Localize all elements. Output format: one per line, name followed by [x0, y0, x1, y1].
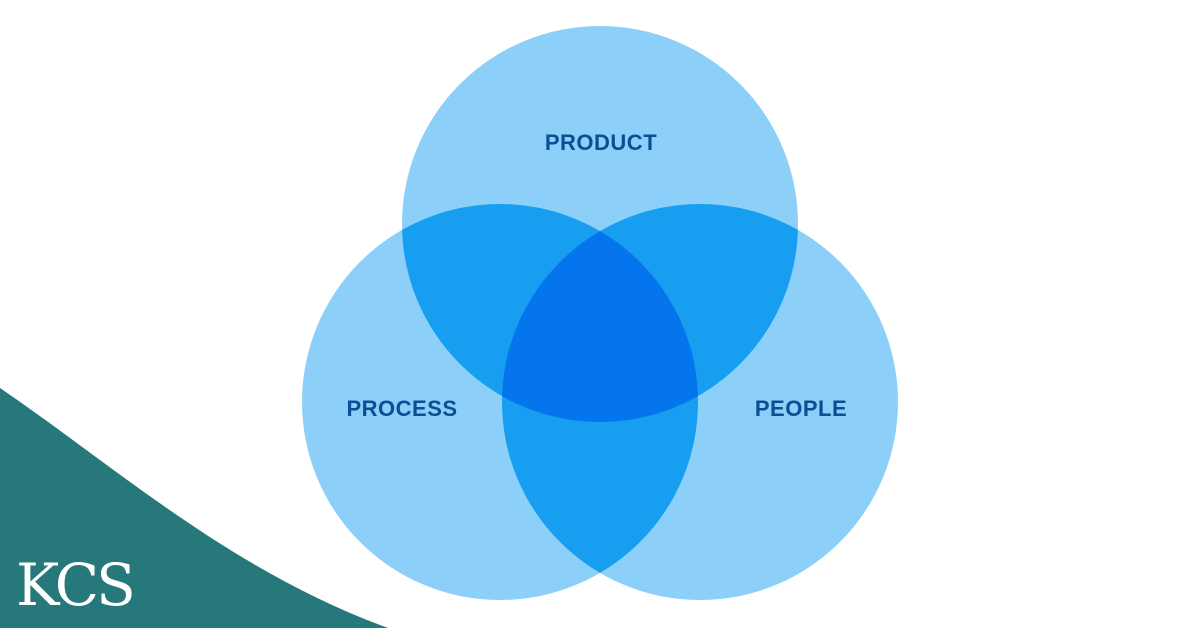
overlap-center [502, 204, 698, 422]
kcs-logo: KCS [16, 551, 133, 619]
label-people: PEOPLE [755, 396, 847, 421]
label-product: PRODUCT [545, 130, 657, 155]
label-process: PROCESS [346, 396, 457, 421]
brand-corner-shape [0, 388, 388, 628]
